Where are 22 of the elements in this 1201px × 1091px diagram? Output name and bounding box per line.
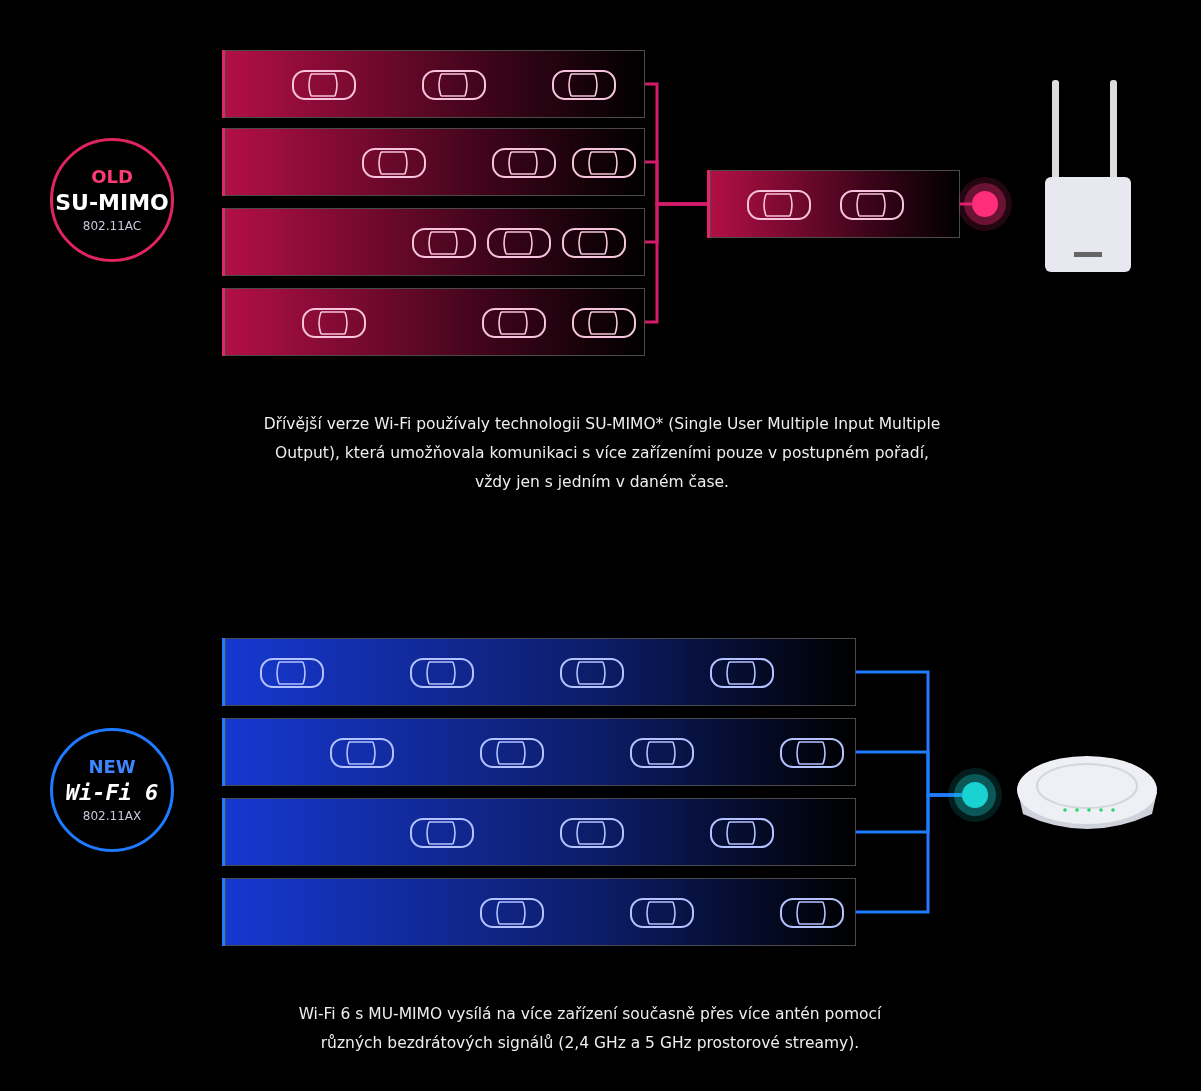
traffic-lane	[225, 798, 856, 866]
traffic-lane	[225, 638, 856, 706]
status-label: NEW	[88, 756, 136, 778]
signal-dot	[962, 782, 988, 808]
connector-line	[645, 202, 710, 324]
standard-code: 802.11AC	[82, 218, 142, 234]
traffic-lane	[225, 878, 856, 946]
traffic-lane	[225, 128, 645, 196]
traffic-lane	[710, 170, 960, 238]
traffic-lane	[225, 288, 645, 356]
traffic-lane	[225, 718, 856, 786]
traffic-lane	[225, 50, 645, 118]
standard-name: Wi-Fi 6	[65, 779, 159, 807]
traffic-lane	[225, 208, 645, 276]
connector-line	[856, 793, 962, 914]
signal-dot	[972, 191, 998, 217]
status-label: OLD	[91, 166, 133, 188]
description-text: Wi-Fi 6 s MU-MIMO vysílá na více zařízení současně přes více antén pomocí různých bezdrátových signálů (2,4 GHz a 5 GHz prostorové streamy).	[297, 1004, 883, 1054]
standard-name: SU-MIMO	[55, 189, 169, 217]
standard-code: 802.11AX	[82, 808, 142, 824]
description-text: Dřívější verze Wi-Fi používaly technologii SU-MIMO* (Single User Multiple Input Multiple Output), která umožňovala komunikaci s více zařízeními pouze v postupném pořadí, vždy jen s jedním v daném čase.	[262, 414, 942, 493]
connector-line	[960, 202, 972, 206]
